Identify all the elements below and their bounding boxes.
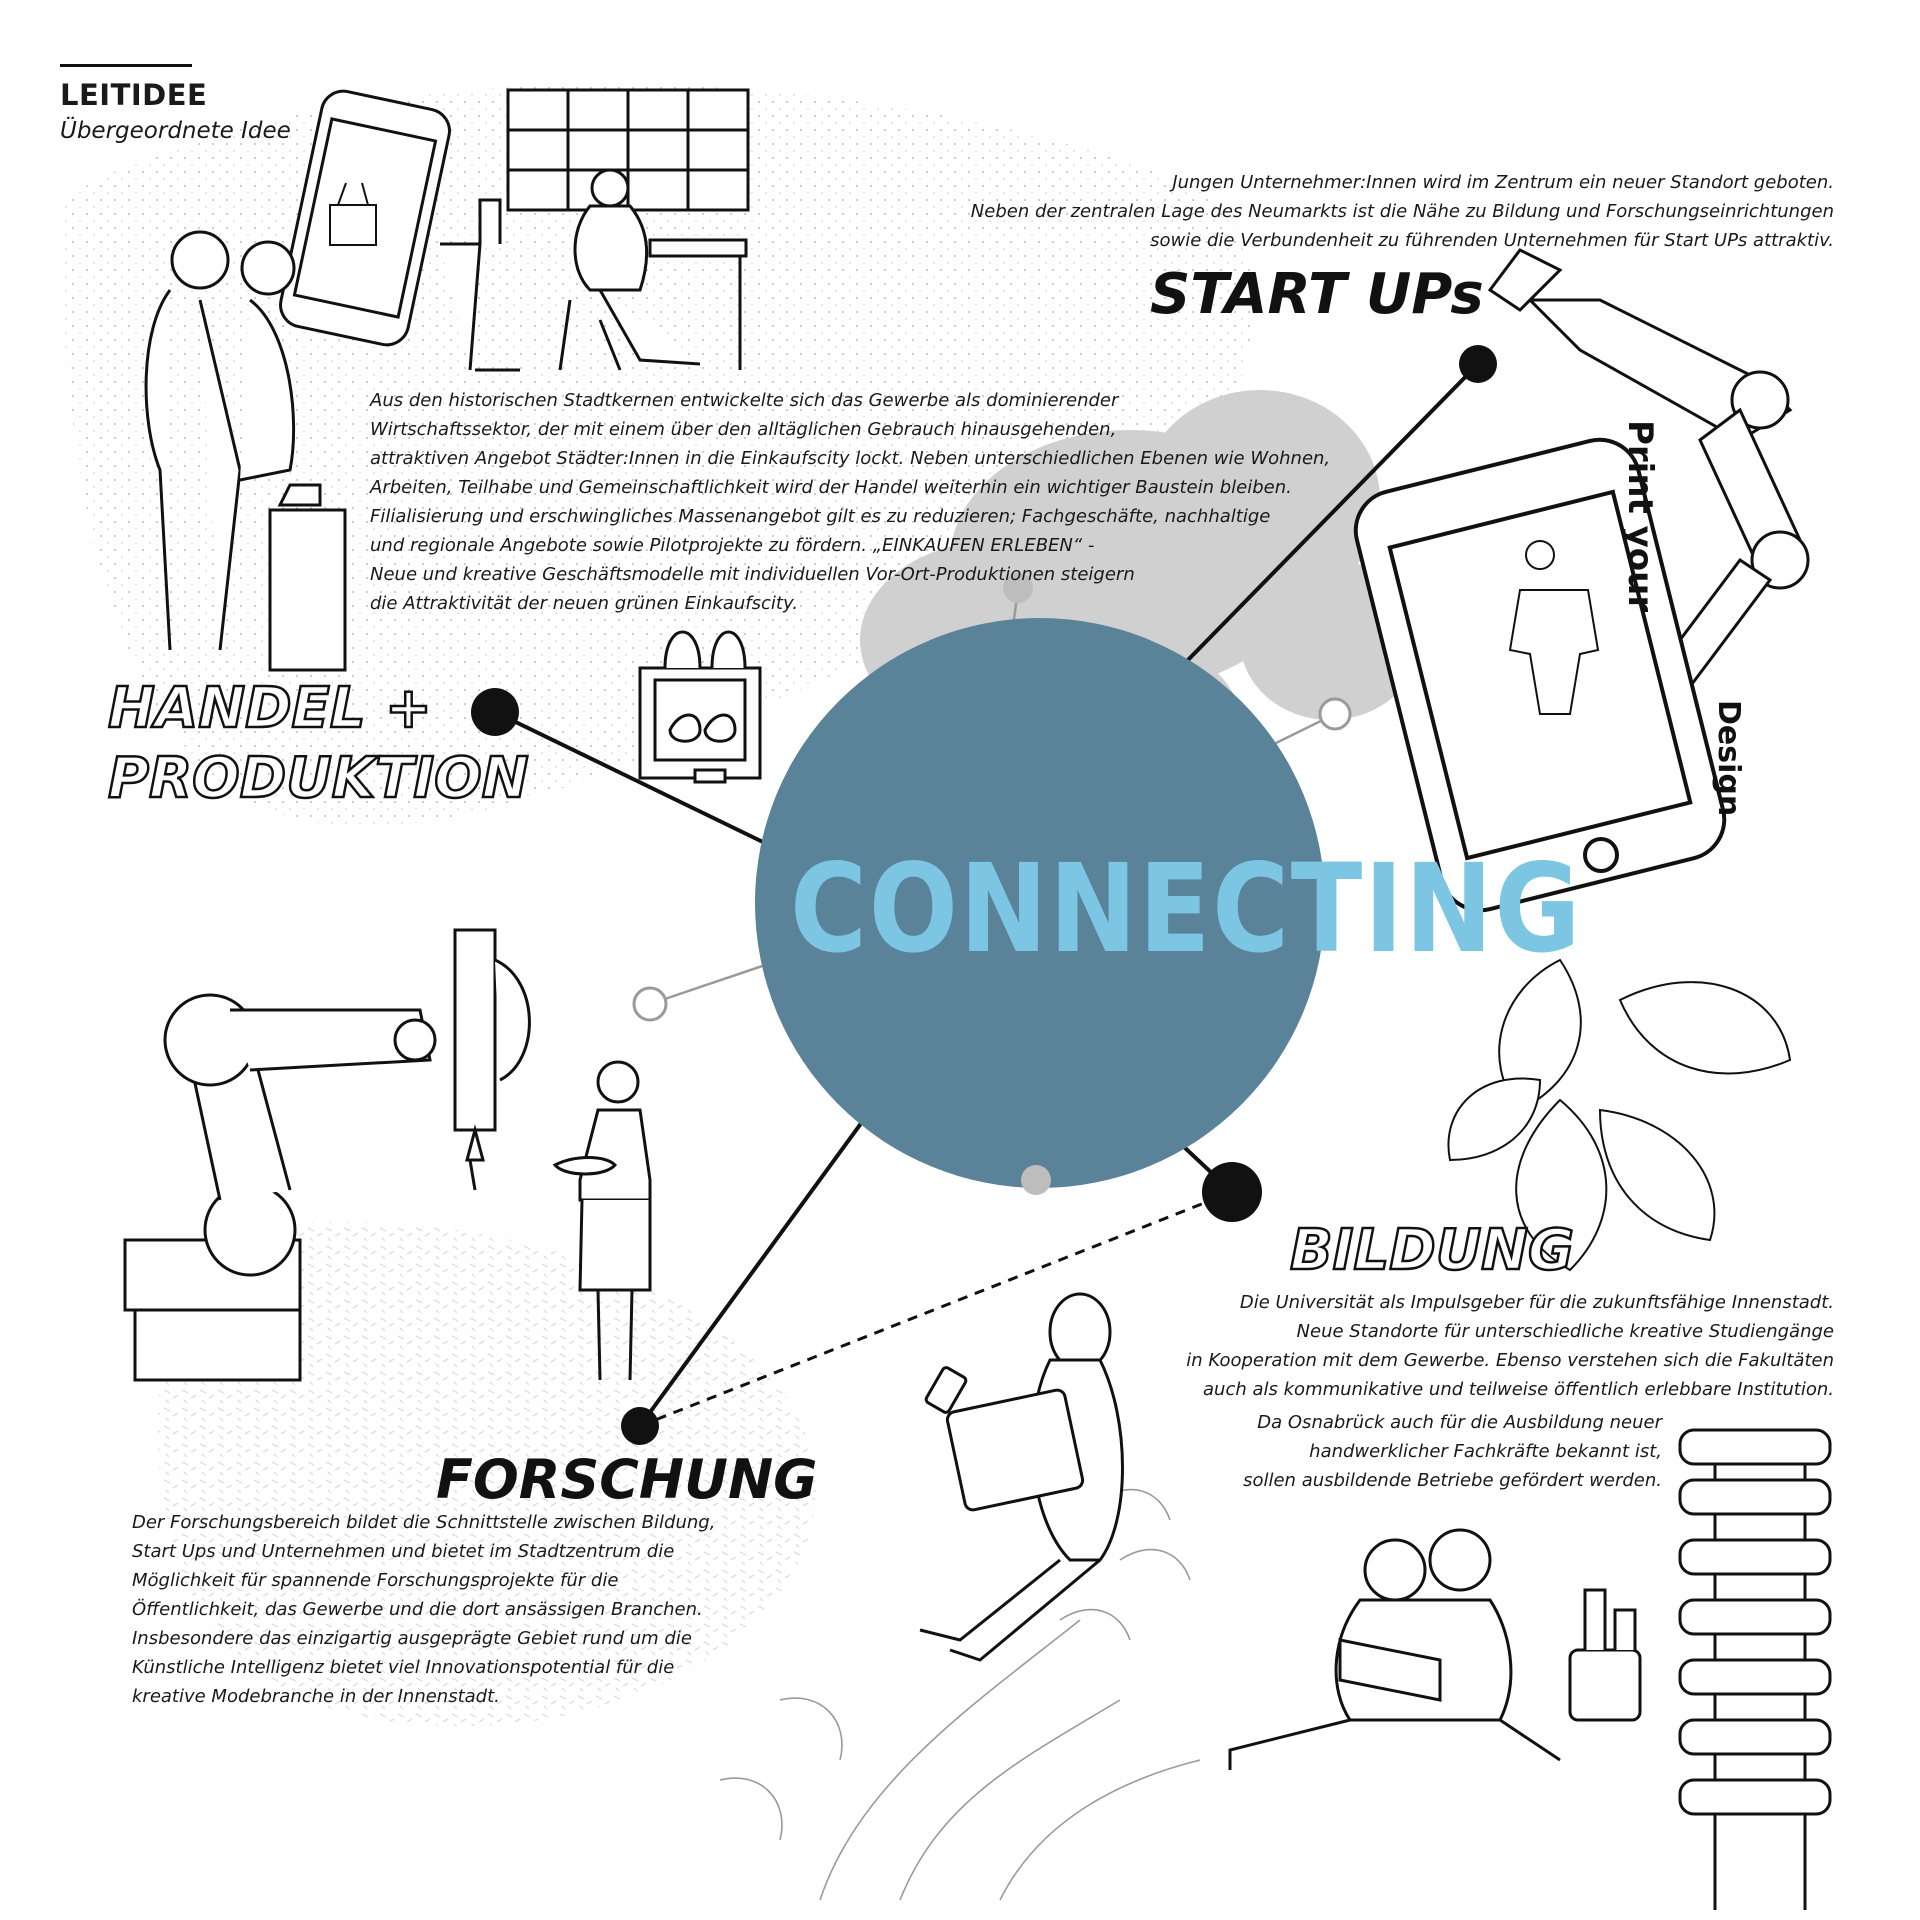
- plant-lineart: [719, 1488, 1201, 1901]
- bildung-label: BILDUNG: [1289, 1217, 1576, 1285]
- text-line: Arbeiten, Teilhabe und Gemeinschaftlichk…: [370, 477, 1292, 498]
- reading-couple-illustration: [1228, 1528, 1642, 1770]
- page-title: LEITIDEE: [60, 78, 208, 112]
- text-line: Der Forschungsbereich bildet die Schnitt…: [132, 1512, 716, 1533]
- shoppers-illustration: [144, 230, 347, 672]
- text-line: Jungen Unternehmer:Innen wird im Zentrum…: [1172, 172, 1834, 193]
- node-dot-handel[interactable]: [471, 688, 519, 736]
- text-line: Neue Standorte für unterschiedliche krea…: [1296, 1321, 1834, 1342]
- text-line: attraktiven Angebot Städter:Innen in die…: [370, 448, 1331, 469]
- phone-caption-print-your: Print your: [1620, 420, 1660, 613]
- craftsman-illustration: [440, 168, 748, 372]
- text-line: in Kooperation mit dem Gewerbe. Ebenso v…: [1186, 1350, 1834, 1371]
- fabric-rack-illustration: [1678, 1428, 1832, 1910]
- phone-illustration-left: [279, 89, 451, 347]
- node-dot-grey-3: [632, 986, 668, 1022]
- text-line: handwerklicher Fachkräfte bekannt ist,: [1309, 1441, 1662, 1462]
- text-line: Neben der zentralen Lage des Neumarkts i…: [970, 201, 1834, 222]
- node-dot-grey-4: [1021, 1165, 1051, 1195]
- phone-illustration-right: [1353, 437, 1727, 913]
- startups-text: Jungen Unternehmer:Innen wird im Zentrum…: [971, 168, 1834, 255]
- header-rule: [60, 64, 192, 67]
- startups-label: START UPs: [1150, 262, 1484, 327]
- node-dot-startups[interactable]: [1459, 345, 1497, 383]
- text-line: und regionale Angebote sowie Pilotprojek…: [370, 535, 1095, 556]
- text-line: Neue und kreative Geschäftsmodelle mit i…: [370, 564, 1135, 585]
- text-line: Filialisierung und erschwingliches Masse…: [370, 506, 1271, 527]
- handel-label-line1: HANDEL +: [107, 675, 433, 743]
- text-line: Wirtschaftssektor, der mit einem über de…: [370, 419, 1117, 440]
- student-laptop-illustration: [919, 1292, 1124, 1662]
- woman-holding-shoe-illustration: [552, 1060, 652, 1381]
- handel-text: Aus den historischen Stadtkernen entwick…: [370, 386, 1330, 618]
- 3d-printer-illustration: [638, 630, 762, 784]
- text-line: Künstliche Intelligenz bietet viel Innov…: [132, 1657, 675, 1678]
- text-line: Start Ups und Unternehmen und bietet im …: [132, 1541, 675, 1562]
- bildung-text: Die Universität als Impulsgeber für die …: [1186, 1288, 1834, 1404]
- text-line: die Attraktivität der neuen grünen Einka…: [370, 593, 798, 614]
- node-dot-grey-1: [1003, 573, 1033, 603]
- text-line: kreative Modebranche in der Innenstadt.: [132, 1686, 500, 1707]
- node-dot-forschung[interactable]: [621, 1407, 659, 1445]
- center-label: CONNECTING: [790, 838, 1583, 980]
- page-subtitle: Übergeordnete Idee: [60, 118, 291, 144]
- text-line: sollen ausbildende Betriebe gefördert we…: [1243, 1470, 1662, 1491]
- node-dot-grey-2: [1318, 697, 1352, 731]
- text-line: auch als kommunikative und teilweise öff…: [1203, 1379, 1834, 1400]
- text-line: Öffentlichkeit, das Gewerbe und die dort…: [132, 1599, 703, 1620]
- handel-label-line2: PRODUKTION: [107, 745, 530, 813]
- leaf-illustration: [1447, 958, 1792, 1272]
- forschung-label: FORSCHUNG: [436, 1448, 818, 1511]
- text-line: Möglichkeit für spannende Forschungsproj…: [132, 1570, 619, 1591]
- center-circle: [755, 618, 1325, 1188]
- phone-caption-design: Design: [1711, 700, 1746, 817]
- text-line: Die Universität als Impulsgeber für die …: [1239, 1292, 1834, 1313]
- text-line: sowie die Verbundenheit zu führenden Unt…: [1150, 230, 1834, 251]
- industrial-robot-illustration: [123, 928, 531, 1382]
- node-dot-bildung[interactable]: [1202, 1162, 1262, 1222]
- text-line: Insbesondere das einzigartig ausgeprägte…: [132, 1628, 692, 1649]
- bildung-text-ausbildung: Da Osnabrück auch für die Ausbildung neu…: [1243, 1408, 1662, 1495]
- text-line: Aus den historischen Stadtkernen entwick…: [370, 390, 1119, 411]
- forschung-text: Der Forschungsbereich bildet die Schnitt…: [132, 1508, 715, 1711]
- text-line: Da Osnabrück auch für die Ausbildung neu…: [1257, 1412, 1662, 1433]
